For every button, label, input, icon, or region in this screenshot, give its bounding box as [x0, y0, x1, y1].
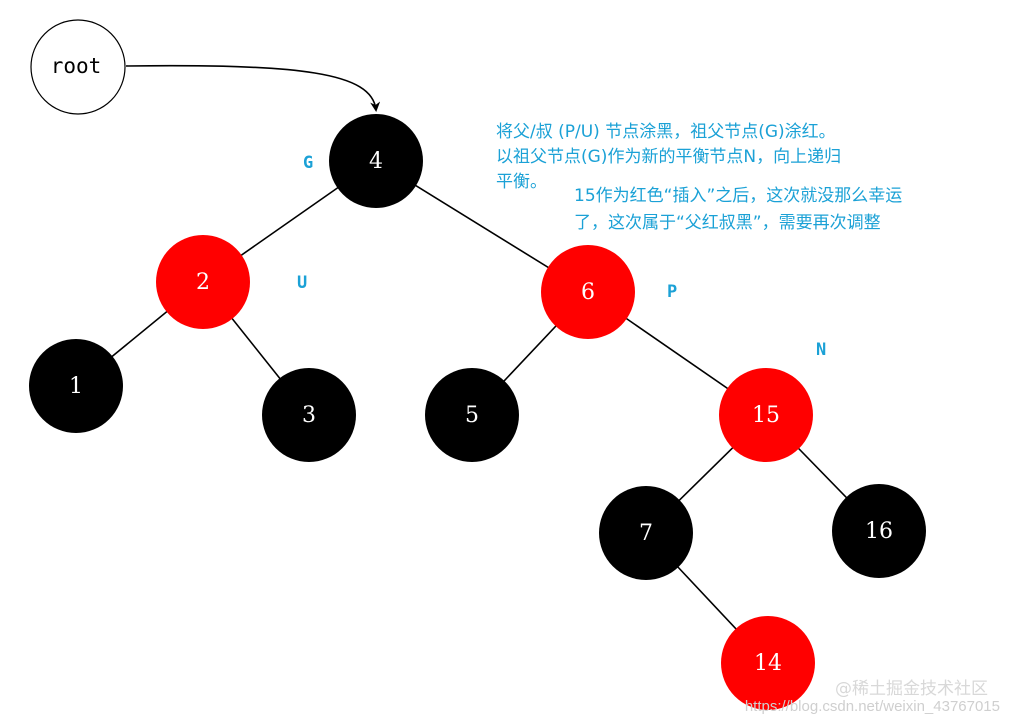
tree-node-1: 1 — [29, 339, 123, 433]
root-pointer: root — [30, 19, 381, 115]
tree-node-3: 3 — [262, 368, 356, 462]
node-value: 14 — [754, 651, 782, 676]
tree-node-5: 5 — [425, 368, 519, 462]
node-value: 2 — [196, 270, 210, 295]
node-value: 4 — [369, 149, 383, 174]
node-value: 1 — [69, 374, 83, 399]
annotation-notes: 将父/叔 (P/U) 节点涂黑，祖父节点(G)涂红。 以祖父节点(G)作为新的平… — [496, 122, 902, 233]
role-label-n: N — [816, 340, 826, 360]
tree-node-2: 2 — [156, 235, 250, 329]
tree-node-4: 4 — [329, 114, 423, 208]
node-value: 5 — [465, 403, 479, 428]
node-circle — [721, 616, 815, 710]
role-label-p: P — [667, 282, 677, 302]
tree-node-15: 15 — [719, 368, 813, 462]
root-arrow — [125, 64, 381, 112]
tree-node-14: 14 — [721, 616, 815, 710]
note-insert-line-1: 15作为红色“插入”之后，这次就没那么幸运 — [574, 186, 902, 206]
node-circle — [541, 245, 635, 339]
node-value: 3 — [302, 403, 316, 428]
watermark: https://blog.csdn.net/weixin_43767015 @稀… — [745, 679, 1000, 715]
node-circle — [329, 114, 423, 208]
watermark-brand: @稀土掘金技术社区 — [835, 679, 988, 699]
note-recolor-line-3: 平衡。 — [496, 172, 547, 192]
node-circle — [832, 484, 926, 578]
tree-nodes: 4 2 6 1 3 5 15 7 — [29, 114, 926, 710]
node-value: 15 — [752, 403, 780, 428]
tree-node-6: 6 — [541, 245, 635, 339]
tree-node-7: 7 — [599, 486, 693, 580]
root-label: root — [51, 54, 102, 78]
role-labels: G U P N — [297, 153, 826, 360]
node-value: 16 — [865, 519, 893, 544]
node-circle — [425, 368, 519, 462]
role-label-g: G — [303, 153, 313, 173]
note-recolor-line-1: 将父/叔 (P/U) 节点涂黑，祖父节点(G)涂红。 — [496, 122, 836, 142]
role-label-u: U — [297, 273, 307, 293]
note-insert-line-2: 了，这次属于“父红叔黑”，需要再次调整 — [574, 213, 881, 233]
root-circle — [30, 19, 126, 115]
watermark-url: https://blog.csdn.net/weixin_43767015 — [745, 698, 1000, 715]
node-circle — [599, 486, 693, 580]
node-value: 7 — [639, 521, 653, 546]
node-value: 6 — [581, 280, 595, 305]
node-circle — [156, 235, 250, 329]
node-circle — [29, 339, 123, 433]
tree-node-16: 16 — [832, 484, 926, 578]
note-recolor-line-2: 以祖父节点(G)作为新的平衡节点N，向上递归 — [496, 147, 841, 167]
node-circle — [719, 368, 813, 462]
node-circle — [262, 368, 356, 462]
